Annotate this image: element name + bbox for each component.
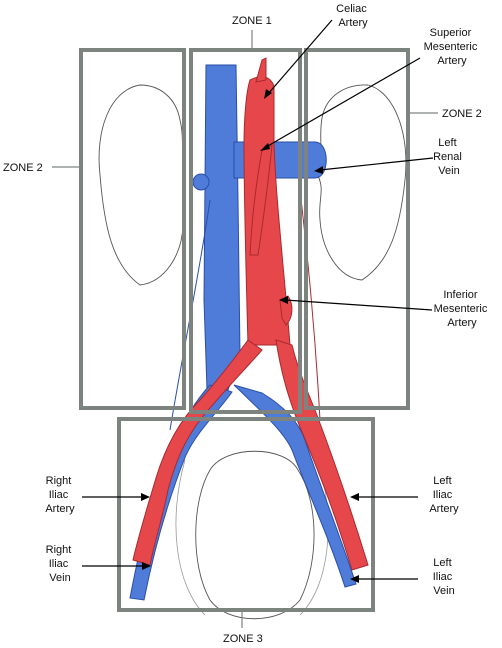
zone2-right-label: ZONE 2 <box>442 108 482 120</box>
pelvic-line-left <box>175 459 206 616</box>
inferior-mesenteric-artery-label: Inferior Mesenteric Artery <box>434 289 491 329</box>
zone3-label: ZONE 3 <box>223 633 263 645</box>
zone2-left-label: ZONE 2 <box>3 162 43 174</box>
left-kidney <box>317 84 407 281</box>
left-iliac-artery-label: Left Iliac Artery <box>429 475 459 515</box>
zone3-frame <box>117 417 375 612</box>
left-iliac-vein-label: Left Iliac Vein <box>433 557 456 597</box>
inferior-mesenteric-artery-shape <box>279 295 293 326</box>
left-renal-vein-label: Left Renal Vein <box>433 137 465 177</box>
zone2-right-frame <box>304 48 410 410</box>
right-iliac-vein-label: Right Iliac Vein <box>46 544 75 584</box>
right-iliac-artery-label: Right Iliac Artery <box>45 475 75 515</box>
right-kidney <box>98 84 186 286</box>
gonadal-vessel-left <box>299 189 321 421</box>
zone1-frame <box>189 48 302 414</box>
bladder-outline <box>195 450 315 620</box>
zone1-label: ZONE 1 <box>232 15 272 27</box>
left-iliac-vein-shape <box>233 384 357 588</box>
aorta <box>243 76 291 346</box>
pointer-arrows <box>82 19 434 583</box>
inferior-vena-cava <box>203 64 241 391</box>
celiac-artery-label: Celiac Artery <box>336 3 370 29</box>
superior-mesenteric-artery-shape <box>249 144 273 256</box>
superior-mesenteric-artery-label: Superior Mesenteric Artery <box>424 27 481 67</box>
zone2-left-frame <box>79 48 186 410</box>
right-renal-vein-stub <box>192 173 210 191</box>
celiac-artery-shape <box>255 57 267 83</box>
